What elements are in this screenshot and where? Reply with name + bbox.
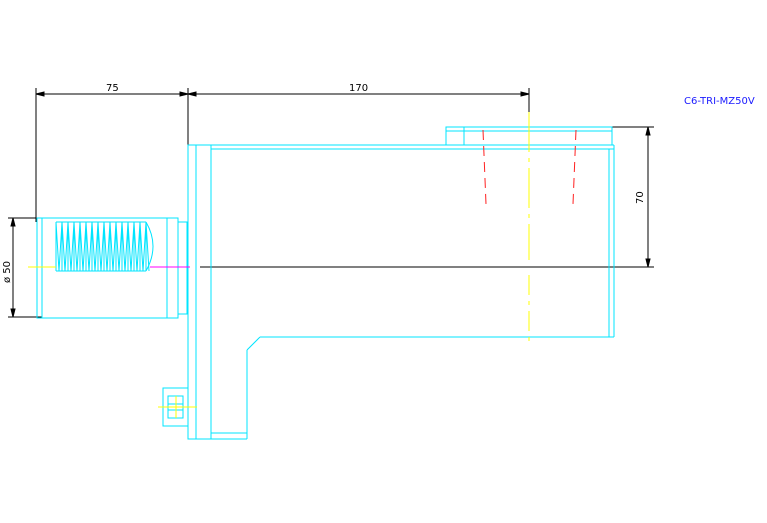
dim-170: 170 (349, 83, 368, 94)
hidden-lines (482, 129, 577, 205)
dimension-lines (8, 88, 654, 318)
dim-70: 70 (635, 191, 646, 204)
centerlines (28, 112, 530, 418)
part-outline (36, 126, 615, 440)
drawing-title: C6-TRI-MZ50V (684, 96, 755, 107)
thread-flights (55, 221, 154, 272)
dim-diameter-50: ø 50 (2, 261, 13, 283)
dim-75: 75 (106, 83, 119, 94)
